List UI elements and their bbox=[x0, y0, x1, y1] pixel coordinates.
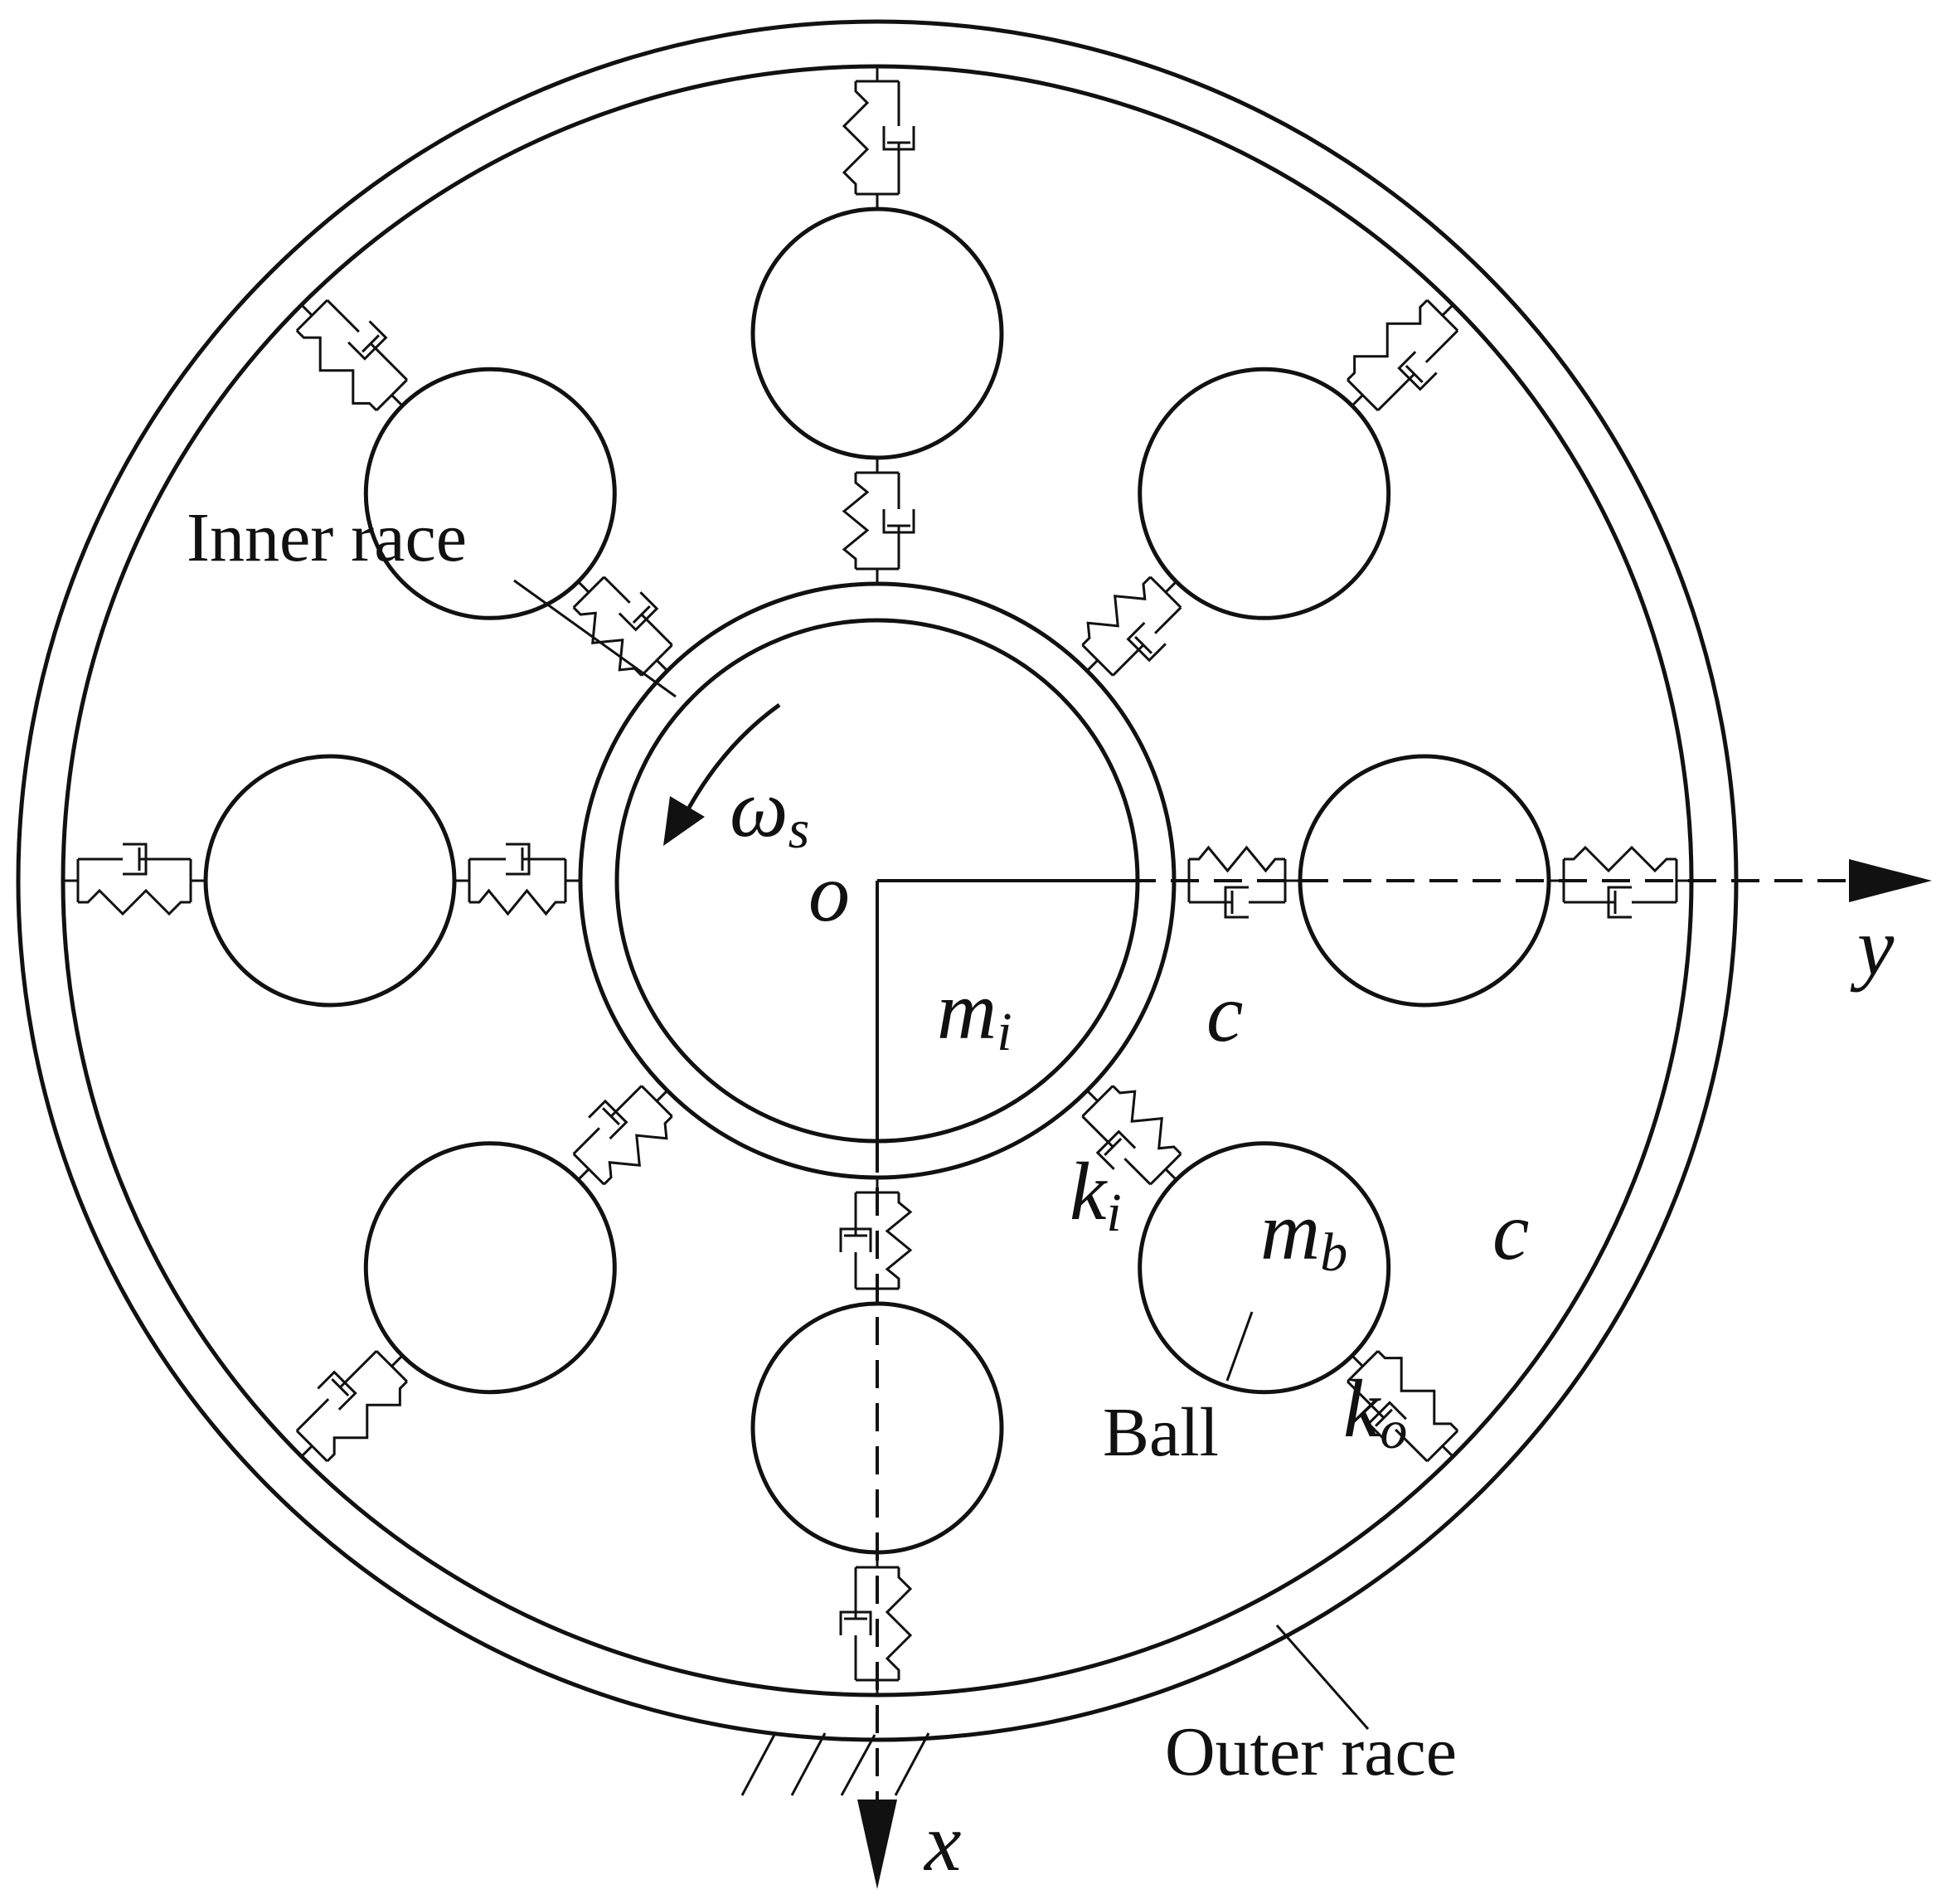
inner-mass-symbol: m bbox=[937, 964, 997, 1056]
inner-spring-damper bbox=[1081, 576, 1182, 677]
damping-inner-label: c bbox=[1206, 967, 1243, 1059]
ball-mass-label: mb bbox=[1260, 1185, 1347, 1283]
stiffness-outer-subscript: o bbox=[1380, 1400, 1407, 1460]
origin-label: o bbox=[808, 847, 850, 939]
inner-race-leader bbox=[513, 579, 677, 698]
ball-label: Ball bbox=[1103, 1394, 1219, 1471]
ball-assembly bbox=[63, 754, 580, 1008]
axes bbox=[857, 859, 1932, 1889]
outer-spring-damper bbox=[842, 66, 915, 209]
ball-assembly bbox=[295, 1085, 673, 1463]
y-axis-arrowhead bbox=[1849, 859, 1932, 902]
ball-circle bbox=[363, 367, 617, 620]
outer-race-leader bbox=[1275, 1625, 1370, 1730]
omega-subscript: s bbox=[789, 799, 810, 860]
ball-assembly bbox=[1081, 1085, 1459, 1463]
ball-circle bbox=[203, 754, 457, 1008]
ball-circle bbox=[1298, 754, 1551, 1008]
ball-assembly bbox=[295, 299, 673, 677]
ball-circle bbox=[363, 1141, 617, 1395]
outer-spring-damper bbox=[295, 299, 408, 411]
ball-assembly bbox=[750, 66, 1004, 584]
stiffness-inner-subscript: i bbox=[1106, 1183, 1121, 1243]
ball-mass-symbol: m bbox=[1260, 1185, 1320, 1277]
inner-spring-damper bbox=[572, 1085, 673, 1186]
inner-spring-damper bbox=[454, 843, 580, 916]
x-axis-label: x bbox=[923, 1796, 961, 1888]
ball-circle bbox=[1138, 1141, 1391, 1395]
ball-circle bbox=[750, 206, 1004, 460]
inner-mass-label: mi bbox=[937, 964, 1012, 1062]
outer-spring-damper bbox=[1347, 1350, 1459, 1463]
damping-outer-label: c bbox=[1492, 1185, 1529, 1277]
outer-spring-damper bbox=[839, 1552, 913, 1695]
outer-race-label: Outer race bbox=[1165, 1713, 1457, 1790]
outer-spring-damper bbox=[63, 843, 206, 916]
ball-assembly bbox=[1081, 299, 1459, 677]
inner-mass-subscript: i bbox=[997, 1002, 1012, 1062]
stiffness-inner-label: ki bbox=[1070, 1145, 1122, 1243]
outer-spring-damper bbox=[295, 1350, 408, 1463]
stiffness-outer-symbol: k bbox=[1343, 1362, 1381, 1455]
omega-label: ωs bbox=[730, 762, 809, 860]
outer-spring-damper bbox=[1347, 299, 1459, 411]
inner-spring-damper bbox=[1081, 1085, 1182, 1186]
stiffness-outer-label: ko bbox=[1343, 1362, 1407, 1460]
inner-race-label: Inner race bbox=[187, 499, 467, 576]
y-axis-label: y bbox=[1850, 901, 1895, 993]
inner-spring-damper bbox=[572, 576, 673, 677]
x-axis-arrowhead bbox=[857, 1800, 897, 1889]
ball-mass-subscript: b bbox=[1320, 1222, 1347, 1283]
omega-symbol: ω bbox=[730, 762, 789, 854]
ball-leader bbox=[1225, 1311, 1254, 1382]
ball-circle bbox=[1138, 367, 1391, 620]
ground-hatch bbox=[740, 1732, 930, 1796]
balls-group bbox=[63, 66, 1691, 1695]
stiffness-inner-symbol: k bbox=[1070, 1145, 1108, 1237]
inner-spring-damper bbox=[842, 458, 915, 584]
rotation-arrow-icon bbox=[663, 702, 781, 846]
